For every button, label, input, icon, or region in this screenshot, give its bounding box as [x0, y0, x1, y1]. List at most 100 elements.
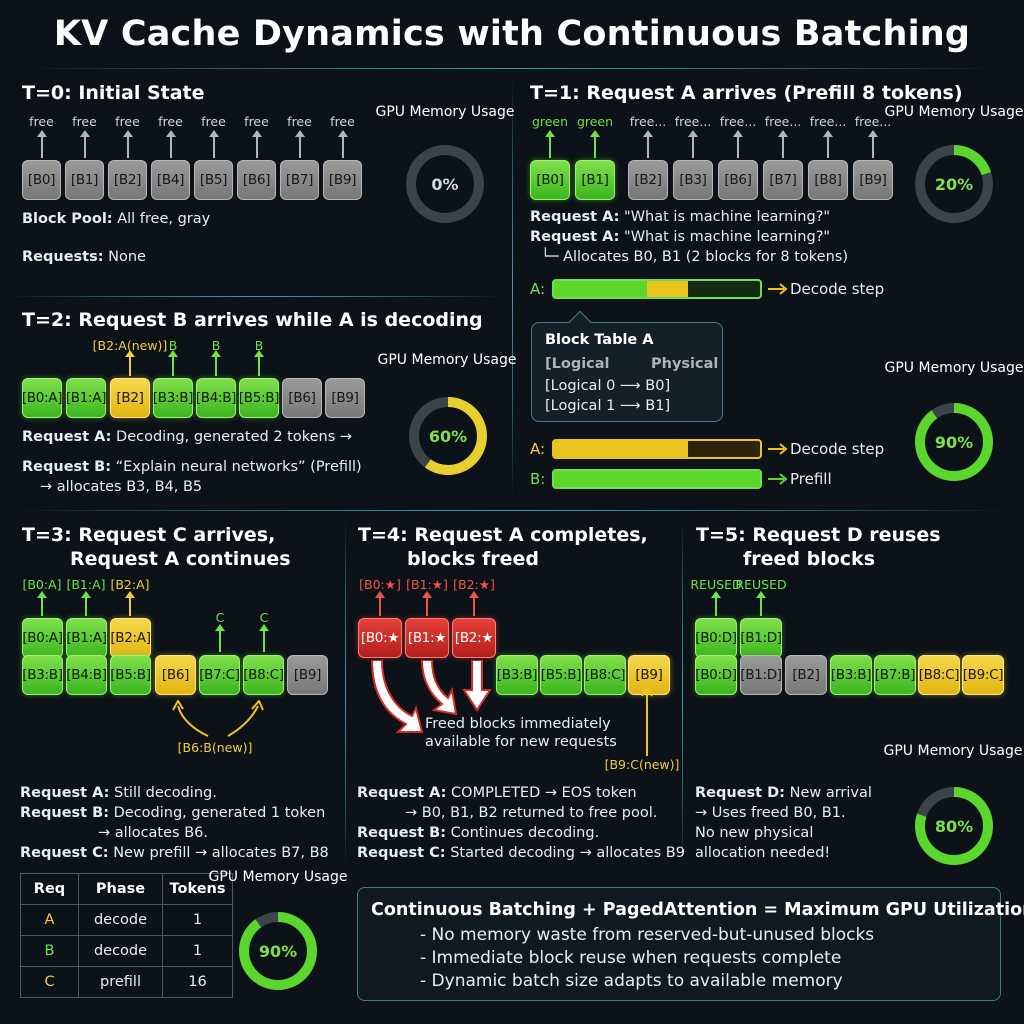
memory-block: [B8:C] — [584, 655, 626, 695]
gpu-memory-gauge: 90% — [239, 912, 317, 990]
progress-bar-b — [552, 469, 762, 489]
panel-header: Request A continues — [70, 548, 291, 570]
gauge-fill — [409, 397, 487, 475]
gpu-memory-gauge: 80% — [915, 787, 993, 865]
block-label: REUSED — [735, 577, 787, 592]
block-pool-text: Block Pool: All free, gray — [22, 211, 211, 227]
block-label: [B2:★] — [453, 577, 495, 592]
arrow-up-icon — [251, 130, 262, 158]
table-row: B decode 1 — [20, 935, 233, 967]
divider — [20, 68, 1004, 69]
arrow-right-icon — [768, 473, 788, 485]
table-cell: decode — [78, 935, 163, 967]
arrow-up-icon — [168, 350, 178, 376]
progress-bar-a — [552, 279, 762, 299]
block-label: [B0:★] — [359, 577, 401, 592]
arrow-up-icon — [868, 130, 878, 158]
block-label: C — [259, 610, 269, 625]
block-label: [B0:A] — [22, 577, 62, 592]
gpu-memory-label: GPU Memory Usage — [884, 360, 1024, 376]
gpu-memory-gauge: 60% — [409, 397, 487, 475]
panel-header: T=5: Request D reuses — [696, 524, 941, 546]
memory-block: [B4:B] — [196, 378, 237, 418]
request-a-text: Request A: Still decoding. — [20, 785, 217, 801]
memory-block: [B7] — [280, 160, 319, 200]
memory-block: [B2] — [785, 655, 827, 695]
memory-block: [B8:C] — [243, 655, 284, 695]
block-label: free — [115, 114, 140, 129]
memory-block: [B1] — [575, 160, 615, 200]
arrow-up-icon — [294, 130, 305, 158]
arrow-up-icon — [422, 591, 432, 616]
table-row: C prefill 16 — [20, 966, 233, 998]
return-note: → B0, B1, B2 returned to free pool. — [405, 805, 658, 821]
memory-block: [B8:C] — [918, 655, 960, 695]
block-label: free — [201, 114, 226, 129]
gpu-memory-label: GPU Memory Usage — [375, 104, 515, 120]
divider — [10, 296, 504, 297]
memory-block: [B9] — [853, 160, 893, 200]
memory-block: [B5:B] — [540, 655, 582, 695]
gauge-fill — [915, 403, 993, 481]
memory-block: [B2] — [628, 160, 668, 200]
memory-block: [B5:B] — [110, 655, 151, 695]
memory-block: [B6] — [237, 160, 276, 200]
arrow-up-icon — [469, 591, 479, 616]
arrow-up-icon — [337, 130, 348, 158]
table-cell: B — [20, 935, 79, 967]
memory-block: [B2] — [108, 160, 147, 200]
reuse-note: No new physical — [695, 825, 814, 841]
block-label: green — [531, 114, 569, 129]
panel-header: T=1: Request A arrives (Prefill 8 tokens… — [530, 82, 963, 104]
memory-block: [B1:D] — [740, 655, 782, 695]
memory-block: [B0:A] — [22, 618, 63, 658]
arrow-up-icon — [545, 130, 555, 158]
arrow-up-icon — [641, 686, 653, 756]
memory-block: [B0:D] — [695, 618, 737, 658]
memory-block: [B3:B] — [22, 655, 63, 695]
memory-block: [B6] — [282, 378, 322, 418]
column-header: Phase — [78, 873, 163, 905]
gauge-value: 90% — [935, 433, 973, 452]
block-label: free... — [719, 114, 757, 129]
memory-block: [B1:A] — [66, 378, 106, 418]
freed-arrows — [370, 660, 492, 733]
memory-block: [B1:A] — [66, 618, 107, 658]
block-table-title: Block Table A — [545, 332, 654, 348]
request-b-text: Request B: Decoding, generated 1 token — [20, 805, 326, 821]
bar-label-a: A: — [530, 280, 546, 298]
arrow-up-icon — [211, 350, 221, 376]
arrow-right-icon — [768, 443, 788, 455]
block-label: REUSED — [690, 577, 742, 592]
summary-bullet: - Immediate block reuse when requests co… — [420, 948, 842, 968]
gpu-memory-label: GPU Memory Usage — [884, 104, 1024, 120]
request-d-text: Request D: New arrival — [695, 785, 872, 801]
gpu-memory-label: GPU Memory Usage — [208, 869, 348, 885]
table-cell: 1 — [162, 904, 233, 936]
block-label: free — [287, 114, 312, 129]
panel-header: T=2: Request B arrives while A is decodi… — [22, 309, 483, 331]
arrow-up-icon — [37, 591, 47, 616]
column-header: Req — [20, 873, 79, 905]
table-cell: prefill — [78, 966, 163, 998]
memory-block: [B3:B] — [496, 655, 538, 695]
reuse-note: allocation needed! — [695, 845, 831, 861]
divider — [10, 510, 1014, 511]
bar-label-a: A: — [530, 440, 546, 458]
memory-block: [B1:★ — [405, 618, 449, 658]
prefill-label: Prefill — [790, 470, 832, 488]
request-a-text: Request A: COMPLETED → EOS token — [357, 785, 637, 801]
request-c-text: Request C: New prefill → allocates B7, B… — [20, 845, 329, 861]
gauge-value: 0% — [431, 175, 458, 194]
memory-block: [B3:B] — [153, 378, 194, 418]
memory-block: [B2:★ — [452, 618, 496, 658]
block-label: free... — [674, 114, 712, 129]
block-label: free... — [809, 114, 847, 129]
arrow-up-icon — [208, 130, 219, 158]
request-c-text: Request C: Started decoding → allocates … — [357, 845, 685, 861]
memory-block: [B1:D] — [740, 618, 782, 658]
arrow-up-icon — [711, 591, 721, 616]
arrow-up-icon — [254, 350, 264, 376]
gpu-memory-gauge: 90% — [915, 403, 993, 481]
memory-block: [B3] — [673, 160, 713, 200]
